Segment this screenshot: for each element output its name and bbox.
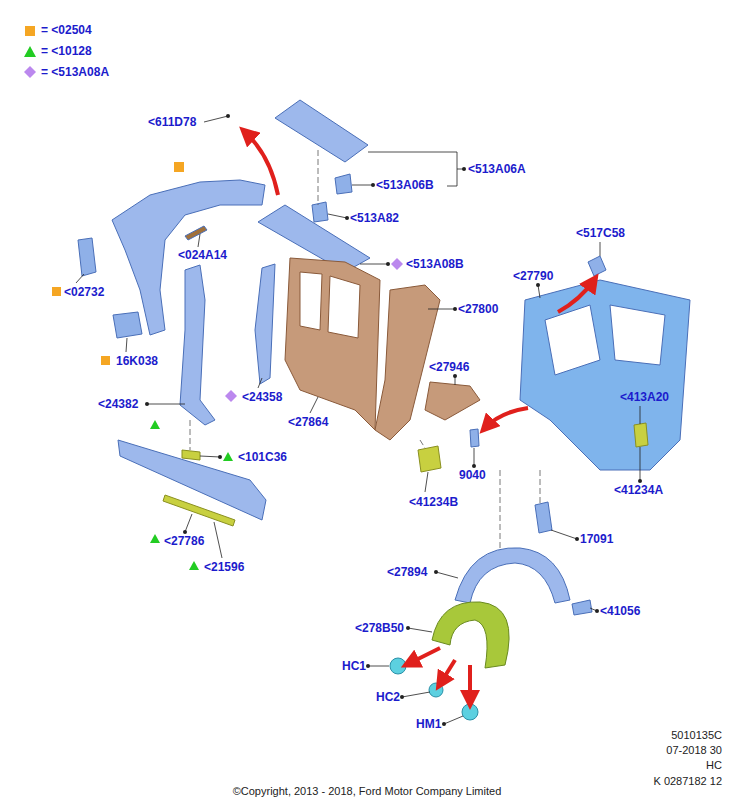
part-number: <513A06A (468, 162, 526, 176)
part-number: <278B50 (355, 621, 404, 635)
legend-text: = <10128 (41, 44, 92, 58)
part-number: <27894 (387, 565, 427, 579)
part-number: <513A08B (406, 257, 464, 271)
part-number: <513A06B (376, 178, 434, 192)
part-number: <27786 (164, 534, 204, 548)
part-number: <024A14 (178, 248, 227, 262)
legend-entry: = <513A08A (24, 65, 109, 79)
legend-swatch (24, 24, 36, 37)
part-number: HM1 (416, 717, 441, 731)
legend-swatch (24, 45, 36, 58)
legend-entry: = <02504 (24, 23, 92, 37)
part-number: <101C36 (238, 450, 287, 464)
part-number: <413A20 (620, 390, 669, 404)
copyright-note: ©Copyright, 2013 - 2018, Ford Motor Comp… (233, 784, 502, 798)
part-number: <27790 (513, 269, 553, 283)
part-number: HC2 (376, 690, 400, 704)
part-number: <513A82 (350, 211, 399, 225)
part-number: HC1 (342, 659, 366, 673)
part-number: <41234A (614, 483, 663, 497)
legend-text: = <513A08A (41, 65, 109, 79)
drawing-code: K 0287182 12 (653, 774, 722, 788)
part-number: <27946 (429, 360, 469, 374)
part-number: 17091 (580, 532, 613, 546)
legend-symbol (24, 66, 36, 78)
drawing-code: 5010135C (671, 728, 722, 742)
legend-entry: = <10128 (24, 44, 92, 58)
legend-swatch (24, 66, 36, 79)
part-number: <27800 (458, 302, 498, 316)
legend-text: = <02504 (41, 23, 92, 37)
part-number: 16K038 (116, 354, 158, 368)
legend-symbol (25, 26, 35, 36)
part-number: <21596 (204, 560, 244, 574)
part-number: <41056 (600, 604, 640, 618)
part-number: 9040 (459, 468, 486, 482)
part-number: <24382 (98, 397, 138, 411)
drawing-code: 07-2018 30 (666, 743, 722, 757)
part-number: <02732 (64, 285, 104, 299)
part-number: <41234B (409, 495, 458, 509)
part-number: <24358 (242, 390, 282, 404)
legend-symbol (24, 46, 36, 57)
drawing-code: HC (706, 758, 722, 772)
part-number: <611D78 (148, 115, 196, 129)
part-number: <517C58 (576, 226, 625, 240)
part-number: <27864 (288, 415, 328, 429)
